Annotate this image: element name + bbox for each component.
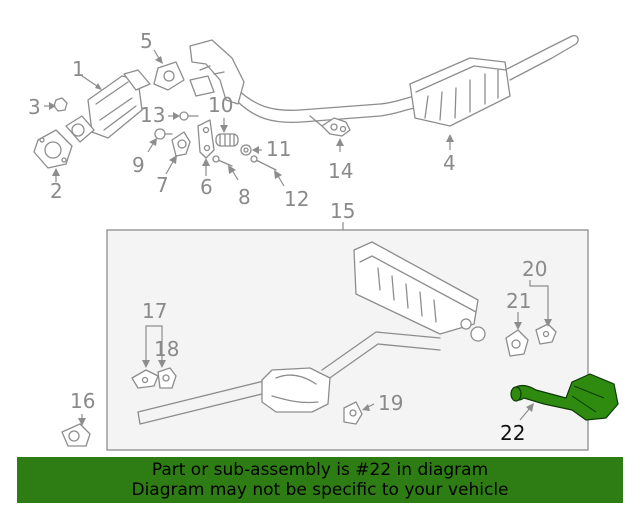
bolt bbox=[179, 111, 199, 121]
banner-line-2: Diagram may not be specific to your vehi… bbox=[131, 480, 509, 500]
spring-clamp bbox=[215, 133, 239, 147]
info-banner: Part or sub-assembly is #22 in diagram D… bbox=[17, 457, 623, 503]
callout-labels: 1 2 3 4 5 6 7 8 9 10 11 12 13 14 15 16 1… bbox=[28, 29, 547, 445]
main-exhaust-pipe bbox=[237, 89, 416, 124]
tailpipe-part-22 bbox=[510, 373, 619, 421]
hanger-isolator bbox=[505, 329, 529, 357]
callout-14: 14 bbox=[328, 159, 353, 183]
mount-bolt bbox=[154, 128, 173, 140]
callout-5: 5 bbox=[140, 29, 153, 53]
callout-21: 21 bbox=[506, 289, 531, 313]
callout-16: 16 bbox=[70, 389, 95, 413]
callout-2: 2 bbox=[50, 179, 63, 203]
callout-9: 9 bbox=[132, 153, 145, 177]
callout-10: 10 bbox=[208, 93, 233, 117]
rubber-bushing bbox=[171, 131, 191, 157]
long-bolt bbox=[250, 155, 277, 171]
bracket bbox=[197, 119, 215, 159]
callout-22: 22 bbox=[500, 421, 525, 445]
support-bracket bbox=[535, 323, 557, 345]
callout-1: 1 bbox=[72, 57, 85, 81]
callout-17: 17 bbox=[142, 299, 167, 323]
callout-20: 20 bbox=[522, 257, 547, 281]
callout-6: 6 bbox=[200, 175, 213, 199]
isolator-mount bbox=[343, 401, 363, 425]
flange-nut bbox=[240, 144, 252, 156]
callout-12: 12 bbox=[284, 187, 309, 211]
front-pipe bbox=[189, 39, 245, 105]
callout-3: 3 bbox=[28, 95, 41, 119]
stud-bolt bbox=[212, 155, 233, 167]
callout-13: 13 bbox=[140, 103, 165, 127]
banner-line-1: Part or sub-assembly is #22 in diagram bbox=[151, 460, 489, 480]
callout-8: 8 bbox=[238, 185, 251, 209]
callout-19: 19 bbox=[378, 391, 403, 415]
gasket-flange bbox=[33, 129, 73, 169]
intermediate-pipe bbox=[137, 331, 441, 425]
leader-lines bbox=[44, 49, 552, 426]
upper-exhaust-assembly bbox=[237, 34, 579, 137]
rubber-isolator bbox=[157, 367, 177, 389]
rear-silencer bbox=[353, 241, 486, 342]
callout-15: 15 bbox=[330, 199, 355, 223]
nut bbox=[53, 97, 68, 112]
callout-18: 18 bbox=[154, 337, 179, 361]
pipe-clamp bbox=[61, 423, 91, 447]
callout-11: 11 bbox=[266, 137, 291, 161]
callout-4: 4 bbox=[443, 151, 456, 175]
catalytic-converter bbox=[65, 69, 151, 143]
flange-gasket bbox=[153, 61, 185, 91]
callout-7: 7 bbox=[156, 173, 169, 197]
center-resonator bbox=[261, 367, 331, 413]
pipe-hanger bbox=[131, 369, 159, 389]
